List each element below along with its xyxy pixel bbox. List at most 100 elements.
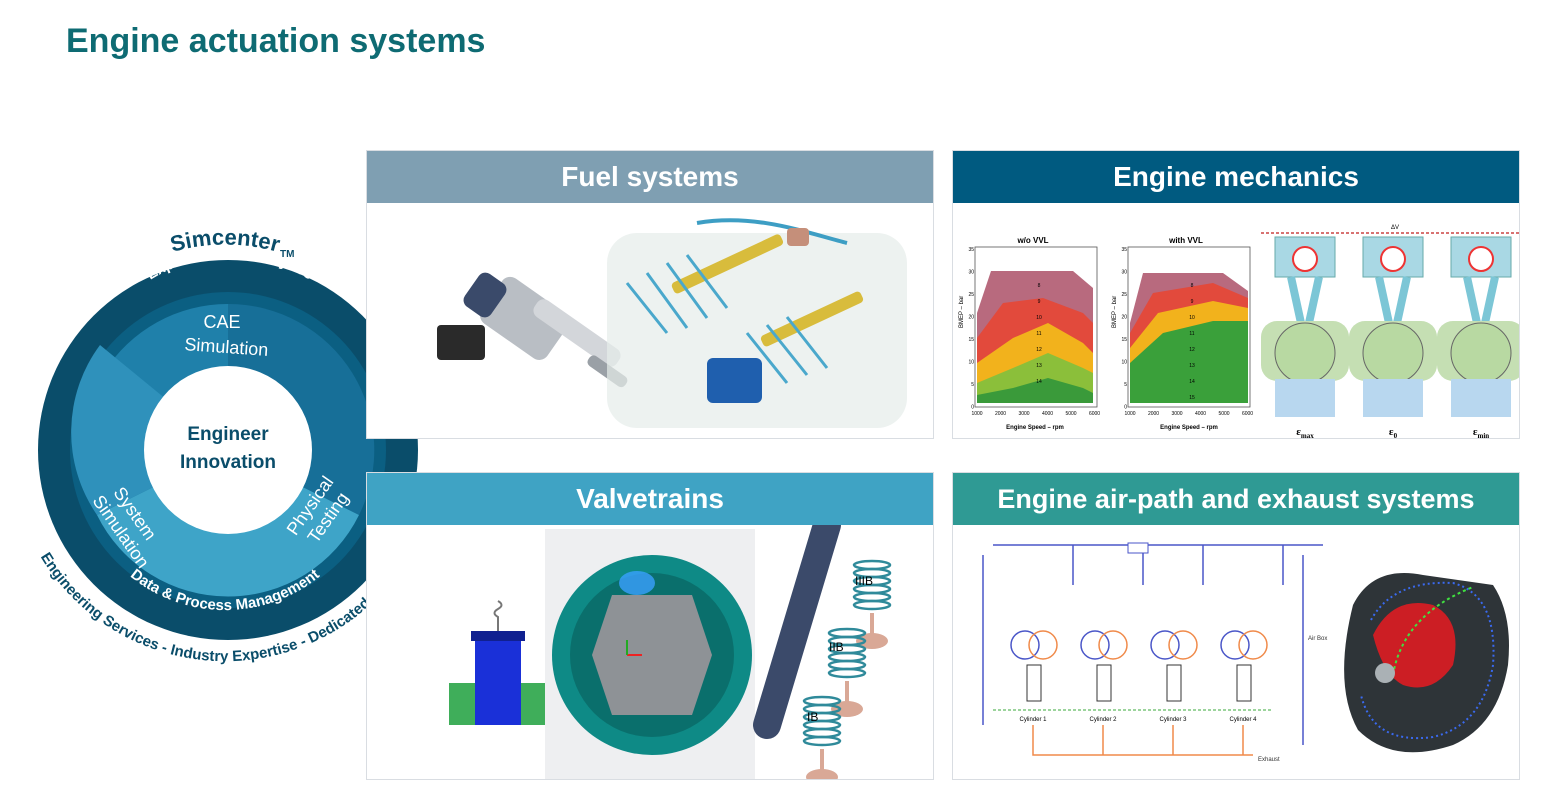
fuel-systems-panel: Fuel systems [366,150,934,439]
x-axis-label-left: Engine Speed – rpm [1006,425,1064,431]
y-tick-label: 5 [971,382,974,388]
contour-label: 9 [1191,299,1194,305]
y-tick-label: 10 [968,360,974,366]
y-tick-label: 25 [968,292,974,298]
trademark-label: TM [280,249,294,260]
contour-label: 14 [1189,379,1195,385]
contour-label: 8 [1191,283,1194,289]
delta-v-label: ΔV [1391,225,1399,231]
y-tick-label: 15 [968,337,974,343]
piston-figure: εmin [1437,236,1519,438]
cam-label-iiib: IIIB [855,574,873,588]
center-label-line2: Innovation [180,452,276,473]
cam-label-iib: IIB [829,640,844,654]
valve-spring [827,627,867,717]
cae-label-line1: CAE [203,312,240,332]
valve-spring [852,559,892,649]
contour-label: 9 [1038,299,1041,305]
fuel-rail-engine-image [607,218,907,428]
fuel-systems-header: Fuel systems [367,151,933,203]
valve-spring [802,695,842,779]
contour-label: 12 [1189,347,1195,353]
contour-label: 8 [1038,283,1041,289]
cam-label-ib: IB [807,710,818,724]
cam-phaser-image [545,529,755,779]
fuel-systems-illustration [437,218,907,428]
contour-label: 11 [1036,331,1041,337]
x-tick-label: 1000 [1124,411,1135,417]
air-box-label: Air Box [1308,636,1327,642]
x-axis-label-right: Engine Speed – rpm [1160,425,1218,431]
contour-labels-left: 8 9 10 11 12 13 14 [1036,283,1042,385]
injector-image [437,272,628,388]
bmep-chart-without-vvl: w/o VVL BMEP – bar Engine Speed – rpm 35… [959,236,1100,431]
cylinder-label: Cylinder 2 [1089,717,1117,723]
valvetrains-illustration: IIIB IIB IB [449,525,892,779]
contour-label: 10 [1036,315,1042,321]
engine-mechanics-header: Engine mechanics [953,151,1519,203]
airpath-header: Engine air-path and exhaust systems [953,473,1519,525]
x-tick-label: 3000 [1171,411,1182,417]
airpath-panel: Engine air-path and exhaust systems Cyli… [952,472,1520,780]
contour-label: 15 [1189,395,1195,401]
y-axis-label-right: BMEP – bar [1112,296,1118,328]
x-tick-label: 6000 [1089,411,1100,417]
x-tick-label: 2000 [1148,411,1159,417]
x-tick-label: 3000 [1018,411,1029,417]
y-tick-label: 5 [1124,382,1127,388]
exhaust-flow-image [1344,573,1509,753]
contour-label: 13 [1189,363,1195,369]
contour-label: 14 [1036,379,1042,385]
cylinder-unit: Cylinder 4 [1220,630,1268,723]
valvetrains-panel: Valvetrains IIIB IIB [366,472,934,780]
y-ticks-right: 35 30 25 20 15 10 5 0 [1121,247,1127,411]
cylinder-unit: Cylinder 2 [1080,630,1128,723]
y-tick-label: 35 [1121,247,1127,253]
cylinder-label: Cylinder 3 [1159,717,1187,723]
airpath-illustration: Cylinder 1 Cylinder 2 Cylinder 3 Cylinder 4… [982,542,1509,763]
bmep-chart-with-vvl: with VVL BMEP – bar Engine Speed – rpm 3… [1112,236,1253,431]
y-axis-label-left: BMEP – bar [959,296,965,328]
x-tick-label: 4000 [1042,411,1053,417]
y-tick-label: 10 [1121,360,1127,366]
piston-compression-illustration: ΔV εmax ε0 εmin [1261,225,1519,438]
y-ticks-left: 35 30 25 20 15 10 5 0 [968,247,974,411]
camshaft-valves-image: IIIB IIB IB [753,525,892,779]
piston-label: εmin [1473,426,1489,438]
center-label-line1: Engineer [187,424,269,445]
piston-label: εmax [1296,426,1314,438]
page-title: Engine actuation systems [66,22,486,60]
y-tick-label: 0 [971,405,974,411]
cylinder-label: Cylinder 1 [1019,717,1047,723]
y-tick-label: 30 [968,270,974,276]
simcenter-ring-diagram: Simcenter TM Exploration & Analytics CAE… [37,224,418,665]
airpath-schematic: Cylinder 1 Cylinder 2 Cylinder 3 Cylinder 4… [982,542,1327,763]
x-tick-label: 1000 [971,411,982,417]
y-tick-label: 20 [968,315,974,321]
y-tick-label: 15 [1121,337,1127,343]
exhaust-label: Exhaust [1258,757,1280,763]
x-tick-label: 2000 [995,411,1006,417]
contour-label: 12 [1036,347,1042,353]
actuator-image [449,600,549,725]
contour-label: 10 [1189,315,1195,321]
y-tick-label: 30 [1121,270,1127,276]
contour-label: 11 [1189,331,1194,337]
engine-mechanics-illustration: w/o VVL BMEP – bar Engine Speed – rpm 35… [959,225,1519,438]
chart-title-with-vvl: with VVL [1168,236,1203,245]
piston-figure: εmax [1261,236,1349,438]
y-tick-label: 35 [968,247,974,253]
piston-label: ε0 [1389,426,1398,438]
x-tick-label: 4000 [1195,411,1206,417]
y-tick-label: 0 [1124,405,1127,411]
cylinder-unit: Cylinder 1 [1010,630,1058,723]
contour-label: 13 [1036,363,1042,369]
chart-title-without-vvl: w/o VVL [1016,236,1048,245]
center-circle [144,366,312,534]
cylinder-unit: Cylinder 3 [1150,630,1198,723]
piston-figure: ε0 [1349,236,1437,438]
y-tick-label: 20 [1121,315,1127,321]
y-tick-label: 25 [1121,292,1127,298]
